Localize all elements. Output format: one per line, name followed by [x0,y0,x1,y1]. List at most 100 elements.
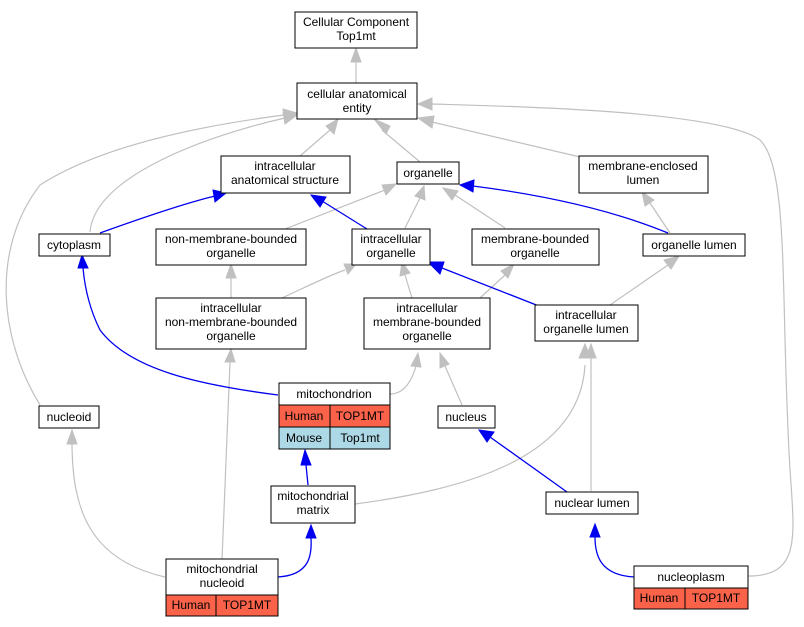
node-label-line: nucleoid [47,410,92,424]
edge-organelle-cae-head [373,118,391,135]
node-organelle-lumen[interactable]: organelle lumen [642,233,746,257]
node-label-line: intracellular [360,232,421,246]
node-organelle[interactable]: organelle [396,161,460,185]
annotation-gene-cell [215,594,279,617]
node-label-line: cytoplasm [47,238,101,252]
edge-cytoplasm-ias [99,195,216,234]
node-label-line: organelle lumen [651,238,736,252]
annotation-gene-cell [684,587,749,610]
node-label-line: organelle [510,246,560,260]
edge-io-organelle [404,197,421,229]
node-mitochondrial-matrix[interactable]: mitochondrial matrix [270,485,356,524]
node-label-line: organelle [403,166,453,180]
node-intracellular-organelle-lumen[interactable]: intracellular organelle lumen [534,304,639,342]
node-intracellular-organelle[interactable]: intracellular organelle [351,228,431,266]
annotation-gene-label: TOP1MT [223,598,272,612]
node-label-line: membrane-bounded [481,232,589,246]
node-nucleoplasm[interactable]: nucleoplasm Human TOP1MT [633,565,749,610]
edge-iol-io-head [426,261,445,275]
node-label-line: intracellular [555,308,616,322]
annotation-species-label: Mouse [286,431,322,445]
edge-np-cae-head [416,97,433,111]
node-cytoplasm[interactable]: cytoplasm [38,233,111,257]
node-label-line: non-membrane-bounded [165,315,297,329]
edge-cae-root-head [350,46,362,63]
edge-ol-mel-head [641,190,655,207]
node-membrane-bounded-organelle[interactable]: membrane-bounded organelle [471,228,600,266]
edge-mm-iol [354,364,586,505]
node-label-line: organelle [206,246,256,260]
node-intracellular-non-membrane-bounded-organelle[interactable]: intracellular non-membrane-bounded organ… [155,297,307,350]
edge-iol-ol-head [663,255,681,270]
edge-imbo-mbo-head [500,262,516,279]
node-membrane-enclosed-lumen[interactable]: membrane-enclosed lumen [578,155,709,194]
node-intracellular-membrane-bounded-organelle[interactable]: intracellular membrane-bounded organelle [363,297,491,350]
edge-mito-cytoplasm-head [77,253,89,269]
edge-mm-mito [305,464,309,486]
edge-mito-cytoplasm [82,267,279,396]
node-label-line: nuclear lumen [554,496,629,510]
edge-mn-inmbo [221,361,231,561]
edge-ias-cae [299,129,331,157]
node-label-line: nucleoplasm [657,570,724,584]
edge-ol-organelle-head [458,179,475,193]
edge-mel-cae [431,121,581,158]
node-nucleus[interactable]: nucleus [437,405,496,429]
edge-iol-io [441,267,545,309]
annotation-species-label: Human [285,409,324,423]
node-label-line: mitochondrial [186,562,257,576]
node-mitochondrion[interactable]: mitochondrion Human TOP1MT Mouse Top1mt [278,382,391,450]
edge-mn-nucleoid [71,441,166,578]
edge-mn-inmbo-head [224,347,236,363]
node-label-line: intracellular [200,301,261,315]
node-label-line: anatomical structure [231,173,339,187]
edge-np-cae [431,103,794,577]
edge-nucleus-imbo-head [439,351,450,369]
node-label-line: lumen [627,173,660,187]
edge-nl-iol-head [585,342,597,359]
edge-mn-mm [277,537,312,578]
node-label-line: mitochondrion [296,387,371,401]
node-label-line: membrane-bounded [373,315,481,329]
edge-ias-cae-head [325,117,339,135]
node-label-line: nucleoid [200,576,245,590]
node-label-line: Top1mt [336,29,376,43]
node-label-line: entity [343,101,372,115]
annotation-species-label: Human [172,598,211,612]
edge-imbo-mbo [479,274,506,299]
annotation-species-label: Human [640,591,679,605]
node-mitochondrial-nucleoid[interactable]: mitochondrial nucleoid Human TOP1MT [165,558,279,617]
node-intracellular-anatomical-structure[interactable]: intracellular anatomical structure [220,155,351,194]
node-label-line: Cellular Component [303,15,410,29]
annotation-gene-label: TOP1MT [692,591,741,605]
edge-mbo-organelle [454,194,506,229]
node-nuclear-lumen[interactable]: nuclear lumen [545,491,639,515]
edge-inmbo-io-head [343,263,358,275]
edge-mito-imbo-head [410,351,422,368]
edge-mn-nucleoid-head [66,428,78,445]
node-cellular-component-root[interactable]: Cellular Component Top1mt [294,11,418,49]
edge-mm-mito-head [300,448,312,466]
edge-nucleoid-cae-head [282,108,299,121]
edge-nucleus-imbo [444,365,463,406]
edge-io-ias-head [309,194,327,208]
annotation-gene-label: TOP1MT [336,409,385,423]
edge-np-nl-head [589,522,601,538]
edge-nmbo-organelle-head [381,183,398,196]
node-label-line: organelle [206,329,256,343]
annotation-gene-label: Top1mt [340,431,380,445]
node-non-membrane-bounded-organelle[interactable]: non-membrane-bounded organelle [155,228,307,266]
node-cellular-anatomical-entity[interactable]: cellular anatomical entity [296,82,418,120]
edge-ol-mel [649,202,671,234]
node-label-line: organelle [366,246,416,260]
edge-organelle-cae [381,129,421,163]
node-label-line: intracellular [396,301,457,315]
node-label-line: non-membrane-bounded [165,232,297,246]
edge-mn-mm-head [305,523,317,539]
edge-nucleoid-cae [5,114,285,406]
node-label-line: organelle lumen [543,322,628,336]
node-label-line: intracellular [254,159,315,173]
edge-mbo-organelle-head [441,187,459,201]
node-nucleoid[interactable]: nucleoid [38,405,100,429]
